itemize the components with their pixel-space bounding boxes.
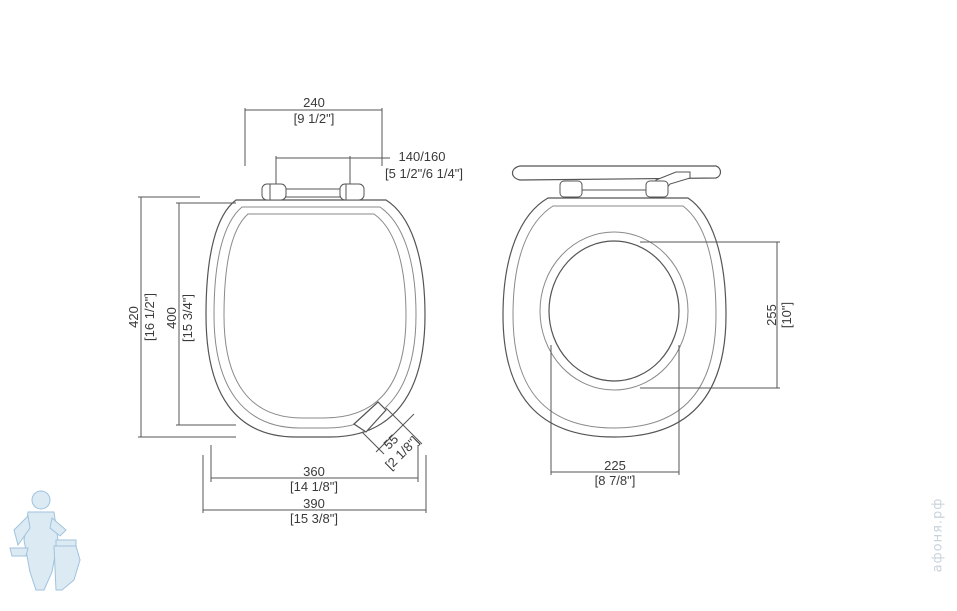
ext-line <box>361 431 385 455</box>
dim-240-in: [9 1/2"] <box>294 111 335 126</box>
seat-open-view <box>502 165 727 438</box>
dim-240-mm: 240 <box>303 95 325 110</box>
dimension-400: 400 [15 3/4"] <box>164 202 236 426</box>
dim-420-in: [16 1/2"] <box>142 293 157 341</box>
lid-edge <box>213 206 417 429</box>
open-hinge-right <box>645 180 669 198</box>
dim-255-in: [10"] <box>779 302 794 328</box>
ext-line <box>385 407 423 445</box>
dim-390-mm: 390 <box>303 496 325 511</box>
dim-140-mm: 140/160 <box>399 149 446 164</box>
dim-225-in: [8 7/8"] <box>595 473 636 488</box>
seat-opening <box>548 240 680 382</box>
seat-top-view <box>205 183 426 438</box>
dimension-390: 390 [15 3/8"] <box>202 455 427 526</box>
open-hinge-left <box>559 180 583 198</box>
dimension-225: 225 [8 7/8"] <box>550 345 680 488</box>
dimension-240: 240 [9 1/2"] <box>244 95 383 166</box>
dimension-140-160: 140/160 [5 1/2"/6 1/4"] <box>275 149 463 184</box>
hinge-left <box>261 183 287 201</box>
dim-225-mm: 225 <box>604 458 626 473</box>
dim-400-in: [15 3/4"] <box>180 294 195 342</box>
open-seat-bevel <box>512 205 717 429</box>
dim-420-mm: 420 <box>126 306 141 328</box>
dim-line <box>375 413 415 453</box>
lid-recess <box>223 213 407 419</box>
hinge-right <box>339 183 365 201</box>
dim-360-in: [14 1/8"] <box>290 479 338 494</box>
watermark: афоня.рф <box>918 480 957 590</box>
seat-outer-outline <box>205 199 426 438</box>
dimension-255: 255 [10"] <box>640 241 794 389</box>
dim-400-mm: 400 <box>164 307 179 329</box>
dimension-420: 420 [16 1/2"] <box>126 196 236 438</box>
dim-140-in: [5 1/2"/6 1/4"] <box>385 166 463 181</box>
dim-390-in: [15 3/8"] <box>290 511 338 526</box>
dimension-360: 360 [14 1/8"] <box>210 445 419 494</box>
plumber-logo <box>9 490 81 591</box>
lid-handle <box>353 401 387 433</box>
opening-bevel <box>539 231 689 391</box>
dim-360-mm: 360 <box>303 464 325 479</box>
dim-255-mm: 255 <box>764 304 779 326</box>
watermark-text: афоня.рф <box>930 497 946 573</box>
